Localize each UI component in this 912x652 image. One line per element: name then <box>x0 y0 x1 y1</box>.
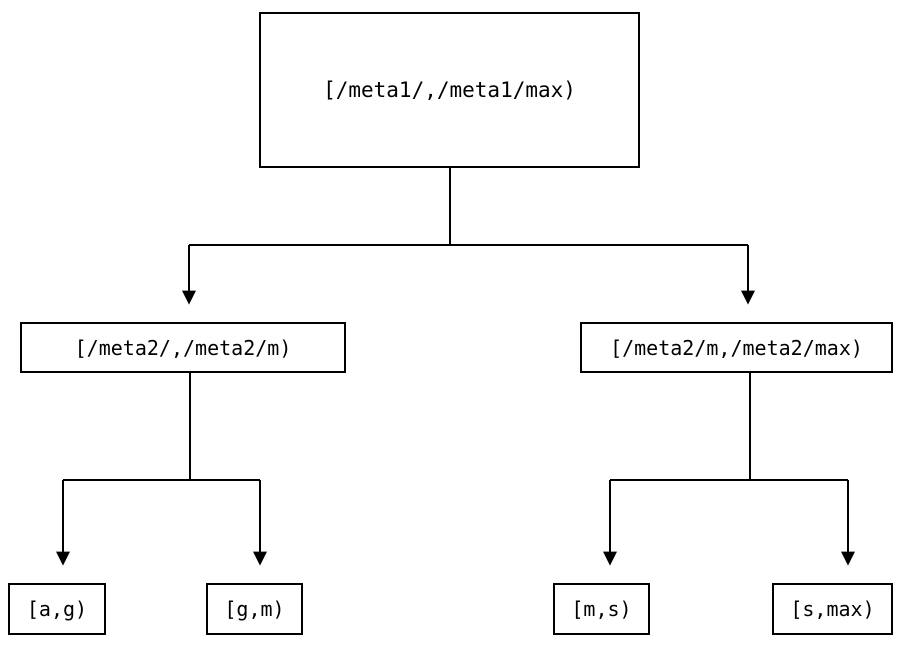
tree-node-root[interactable]: [/meta1/,/meta1/max) <box>259 12 640 168</box>
tree-node-leaf-0-label: [a,g) <box>26 597 88 621</box>
tree-node-leaf-0[interactable]: [a,g) <box>8 583 106 635</box>
tree-node-leaf-3-label: [s,max) <box>790 597 875 621</box>
tree-node-mid-left-label: [/meta2/,/meta2/m) <box>74 335 292 360</box>
tree-node-leaf-2-label: [m,s) <box>571 597 632 621</box>
tree-node-leaf-3[interactable]: [s,max) <box>772 583 893 635</box>
tree-node-mid-right-label: [/meta2/m,/meta2/max) <box>610 335 863 360</box>
tree-node-leaf-2[interactable]: [m,s) <box>553 583 650 635</box>
tree-node-leaf-1-label: [g,m) <box>224 597 285 621</box>
tree-node-root-label: [/meta1/,/meta1/max) <box>323 77 576 102</box>
tree-node-mid-right[interactable]: [/meta2/m,/meta2/max) <box>580 322 893 373</box>
tree-node-leaf-1[interactable]: [g,m) <box>206 583 303 635</box>
tree-node-mid-left[interactable]: [/meta2/,/meta2/m) <box>20 322 346 373</box>
